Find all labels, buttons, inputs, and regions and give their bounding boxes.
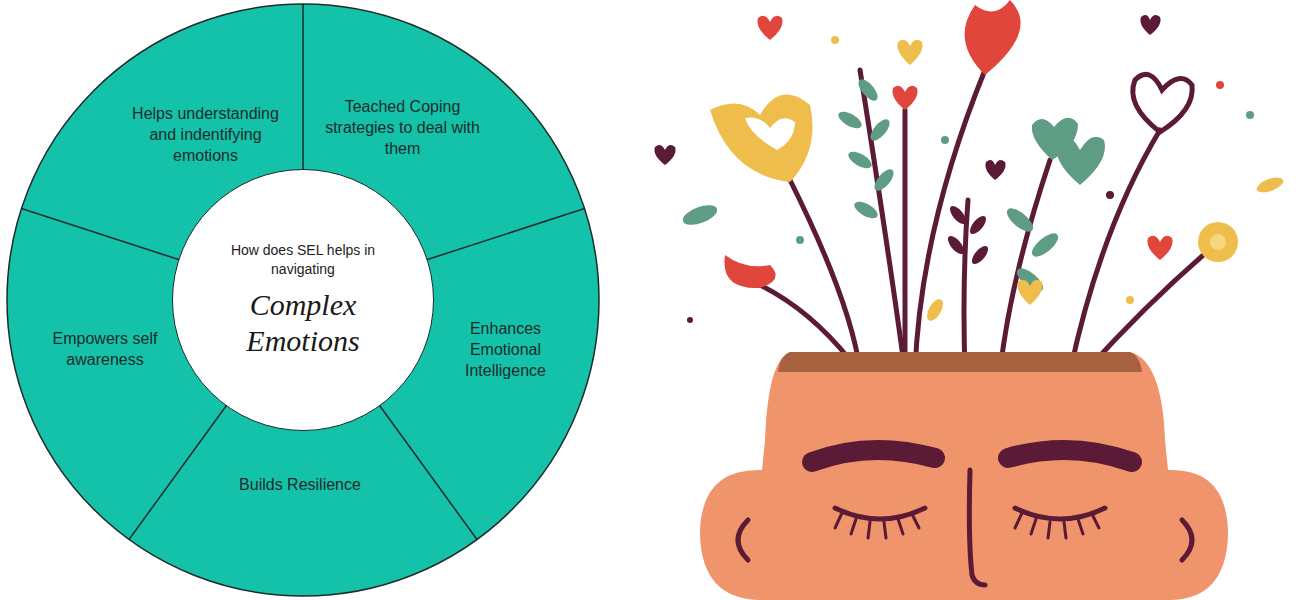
segment-label: Helps understanding and indentifying emo… — [123, 104, 288, 166]
illustration-part — [871, 166, 897, 194]
illustration-part — [738, 450, 1192, 585]
illustration-part — [758, 16, 783, 40]
wheel-segment: Empowers self awareness — [50, 329, 160, 371]
illustration-part — [745, 117, 795, 150]
illustration-part — [22, 4, 585, 540]
illustration-part — [867, 116, 893, 144]
illustration-part — [924, 297, 946, 324]
illustration-part — [884, 522, 886, 538]
illustration-part — [1106, 191, 1114, 199]
wheel-segment: Enhances Emotional Intelligence — [448, 319, 563, 381]
segment-label: Teached Coping strategies to deal with t… — [315, 97, 490, 159]
illustration-part — [1198, 222, 1238, 262]
illustration-part — [1028, 229, 1062, 260]
illustration-part — [22, 209, 180, 260]
illustration-part — [945, 203, 991, 266]
illustration-part — [680, 201, 719, 228]
illustration-part — [680, 76, 1061, 295]
illustration-part — [965, 0, 1021, 75]
illustration-part — [760, 285, 850, 360]
illustration-part — [831, 36, 1285, 323]
illustration-part — [836, 108, 865, 131]
illustration-part — [915, 70, 985, 372]
illustration-part — [1000, 160, 1050, 372]
illustration-part — [969, 470, 985, 585]
illustration-part — [846, 148, 875, 171]
illustration-part — [1048, 522, 1050, 538]
illustration-part — [898, 40, 923, 65]
center-heading: Complex Emotions — [213, 287, 393, 359]
illustration-part — [7, 4, 599, 596]
illustration-part — [427, 209, 585, 260]
illustration-part — [1078, 519, 1083, 534]
illustration-part — [903, 110, 908, 372]
illustration-part — [760, 70, 1215, 372]
illustration-part — [758, 16, 1225, 260]
illustration-part — [796, 111, 1254, 244]
illustration-part — [1008, 450, 1132, 462]
illustration-part — [302, 4, 304, 170]
illustration-part — [1255, 175, 1285, 196]
illustration-part — [1003, 204, 1037, 235]
illustration-part — [868, 522, 870, 538]
illustration-part — [1246, 111, 1254, 119]
illustration-part — [379, 405, 477, 539]
illustration-part — [967, 213, 989, 236]
illustration-part — [985, 160, 1005, 180]
illustration-part — [687, 317, 693, 323]
illustration-part — [1018, 280, 1043, 305]
segment-label: Enhances Emotional Intelligence — [448, 319, 563, 381]
illustration-part — [1216, 81, 1224, 89]
illustration-part — [1031, 519, 1036, 534]
wheel-segment: Helps understanding and indentifying emo… — [123, 104, 288, 166]
illustration-part — [710, 95, 813, 182]
illustration-part — [1064, 522, 1066, 538]
illustration-part — [835, 513, 842, 528]
plant-illustration — [654, 0, 1285, 372]
center-circle: How does SEL helps in navigatingComplex … — [172, 169, 434, 431]
illustration-part — [1056, 137, 1105, 185]
segment-label: Empowers self awareness — [50, 329, 160, 371]
illustration-part — [796, 236, 804, 244]
head-illustration — [700, 352, 1228, 600]
wheel-segment: Builds Resilience — [200, 475, 400, 496]
illustration-part — [831, 36, 839, 44]
illustration-part — [860, 70, 905, 372]
illustration-part — [969, 243, 991, 266]
illustration-part — [1133, 74, 1192, 132]
illustration-part — [941, 136, 949, 144]
illustration-part — [964, 200, 968, 372]
illustration-part — [893, 86, 918, 110]
illustration-part — [945, 233, 967, 256]
donut-wheel — [7, 4, 599, 596]
illustration-part — [855, 76, 881, 104]
illustration-part — [738, 520, 748, 560]
illustration-part — [724, 255, 775, 288]
illustration-part — [700, 352, 1228, 600]
illustration-part — [812, 450, 935, 462]
illustration-part — [851, 519, 856, 534]
illustration-part — [1182, 520, 1192, 560]
illustration-part — [835, 513, 1099, 538]
illustration-part — [852, 198, 881, 221]
illustration-part — [654, 15, 1160, 323]
illustration-part — [1140, 15, 1160, 35]
segment-label: Builds Resilience — [200, 475, 400, 496]
illustration-part — [912, 514, 919, 528]
illustration-part — [898, 519, 903, 534]
illustration-part — [654, 145, 675, 165]
illustration-part — [778, 352, 1142, 372]
illustration-part — [947, 203, 969, 226]
illustration-part — [1092, 514, 1099, 528]
illustration-part — [1210, 234, 1226, 250]
illustration-part — [1126, 296, 1134, 304]
illustration-part — [1148, 236, 1173, 260]
illustration-part — [129, 405, 227, 539]
illustration-part — [1015, 513, 1022, 528]
center-question: How does SEL helps in navigating — [208, 241, 398, 279]
wheel-segment: Teached Coping strategies to deal with t… — [315, 97, 490, 159]
illustration-part — [790, 180, 860, 370]
